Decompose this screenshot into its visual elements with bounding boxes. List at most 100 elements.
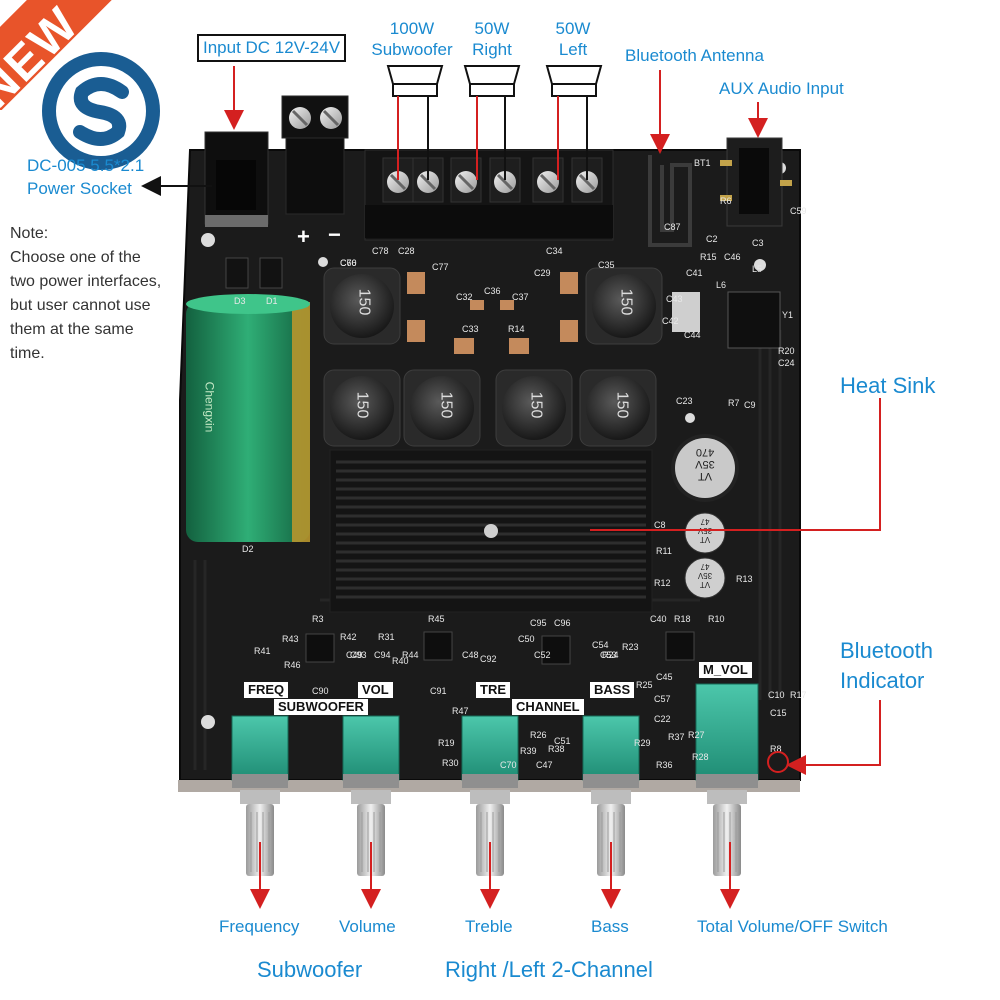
inductor-coil bbox=[579, 369, 657, 447]
component-ref: C28 bbox=[398, 246, 415, 256]
component-ref: C87 bbox=[664, 222, 681, 232]
component-ref: R12 bbox=[654, 578, 671, 588]
note-title: Note: bbox=[10, 225, 49, 242]
right-watt: 50W bbox=[474, 19, 510, 38]
component-ref: R19 bbox=[438, 738, 455, 748]
component-ref: BT1 bbox=[694, 158, 711, 168]
brand-logo bbox=[40, 50, 162, 172]
component-ref: R37 bbox=[668, 732, 685, 742]
component-ref: C93 bbox=[350, 650, 367, 660]
component-ref: C22 bbox=[654, 714, 671, 724]
component-ref: C40 bbox=[650, 614, 667, 624]
potentiometer bbox=[461, 715, 519, 876]
component-ref: R29 bbox=[634, 738, 651, 748]
component-ref: C92 bbox=[480, 654, 497, 664]
speaker-icon bbox=[545, 65, 603, 97]
smd-capacitors bbox=[407, 272, 578, 354]
component-ref: R38 bbox=[548, 744, 565, 754]
component-ref: C60 bbox=[340, 258, 357, 268]
component-ref: C24 bbox=[778, 358, 795, 368]
terminal-minus-mark: − bbox=[328, 222, 341, 247]
component-ref: C10 bbox=[768, 690, 785, 700]
total-volume-label: Total Volume/OFF Switch bbox=[697, 917, 888, 936]
large-electrolytic-capacitor bbox=[186, 294, 310, 542]
aux-input-label: AUX Audio Input bbox=[719, 79, 844, 98]
component-ref: C59 bbox=[790, 206, 807, 216]
component-ref: C78 bbox=[372, 246, 389, 256]
component-ref: R8 bbox=[770, 744, 782, 754]
potentiometer bbox=[342, 715, 400, 876]
component-ref: C90 bbox=[312, 686, 329, 696]
component-ref: C32 bbox=[456, 292, 473, 302]
note-line: but user cannot use bbox=[10, 297, 151, 314]
silk-freq: FREQ bbox=[244, 682, 289, 698]
dc-power-socket bbox=[204, 131, 269, 227]
component-ref: C45 bbox=[656, 672, 673, 682]
channel-group-label: Right /Left 2-Channel bbox=[445, 957, 653, 982]
aux-audio-jack bbox=[720, 137, 792, 227]
component-ref: C96 bbox=[554, 618, 571, 628]
circular-s-logo-icon bbox=[42, 52, 160, 170]
note-line: two power interfaces, bbox=[10, 273, 162, 290]
component-ref: C42 bbox=[662, 316, 679, 326]
bluetooth-chip bbox=[672, 291, 781, 349]
component-ref: C95 bbox=[530, 618, 547, 628]
component-ref: Y1 bbox=[782, 310, 794, 320]
component-ref: C34 bbox=[546, 246, 563, 256]
component-ref: R20 bbox=[778, 346, 795, 356]
component-ref: C43 bbox=[666, 294, 683, 304]
tone-control-ics bbox=[305, 631, 695, 665]
silk-bass: BASS bbox=[590, 682, 635, 698]
speaker-wires-black bbox=[427, 96, 588, 180]
component-ref: R44 bbox=[402, 650, 419, 660]
subwoofer-group-label: Subwoofer bbox=[257, 957, 363, 982]
inductor-coil bbox=[495, 369, 573, 447]
electrolytic-capacitor-47 bbox=[684, 512, 726, 599]
volume-label: Volume bbox=[339, 917, 396, 936]
terminal-plus-mark: + bbox=[297, 224, 310, 249]
component-ref: C52 bbox=[534, 650, 551, 660]
input-dc-text: Input DC 12V-24V bbox=[203, 38, 341, 57]
speaker-icon bbox=[463, 65, 521, 97]
component-ref: L6 bbox=[716, 280, 727, 290]
note-line: time. bbox=[10, 345, 45, 362]
component-ref: C91 bbox=[430, 686, 447, 696]
potentiometer bbox=[231, 715, 289, 876]
bluetooth-antenna-trace bbox=[648, 155, 692, 247]
inductor-coil bbox=[323, 369, 401, 447]
right-output-label: 50W Right bbox=[459, 18, 525, 60]
component-ref: C37 bbox=[512, 292, 529, 302]
component-ref: R15 bbox=[700, 252, 717, 262]
component-ref: R45 bbox=[428, 614, 445, 624]
power-socket-name: Power Socket bbox=[27, 179, 132, 198]
bluetooth-antenna-label: Bluetooth Antenna bbox=[625, 46, 764, 65]
component-ref: R42 bbox=[340, 632, 357, 642]
component-ref: R3 bbox=[312, 614, 324, 624]
mounting-holes bbox=[201, 162, 786, 729]
component-ref: R7 bbox=[728, 398, 740, 408]
component-ref: C51 bbox=[554, 736, 571, 746]
component-ref: C35 bbox=[598, 260, 615, 270]
component-ref: C8 bbox=[654, 520, 666, 530]
note-block: Note: Choose one of the two power interf… bbox=[10, 222, 161, 366]
inductor-coil bbox=[403, 369, 481, 447]
component-ref: C77 bbox=[432, 262, 449, 272]
inductor-coil bbox=[585, 267, 663, 345]
component-ref: C9 bbox=[744, 400, 756, 410]
diodes bbox=[225, 257, 283, 289]
power-socket-model: DC-005 5.5*2.1 bbox=[27, 156, 145, 175]
component-ref: C49 bbox=[346, 650, 363, 660]
component-ref: R10 bbox=[708, 614, 725, 624]
left-name: Left bbox=[558, 40, 588, 59]
power-socket-label: DC-005 5.5*2.1 Power Socket bbox=[27, 154, 144, 200]
component-ref: R39 bbox=[520, 746, 537, 756]
component-ref: R31 bbox=[378, 632, 395, 642]
component-ref: R24 bbox=[602, 650, 619, 660]
component-ref: R28 bbox=[692, 752, 709, 762]
component-ref: R11 bbox=[656, 546, 672, 556]
component-ref: C44 bbox=[684, 330, 701, 340]
right-name: Right bbox=[472, 40, 512, 59]
speaker-icons bbox=[386, 65, 603, 97]
component-ref: R17 bbox=[790, 690, 807, 700]
